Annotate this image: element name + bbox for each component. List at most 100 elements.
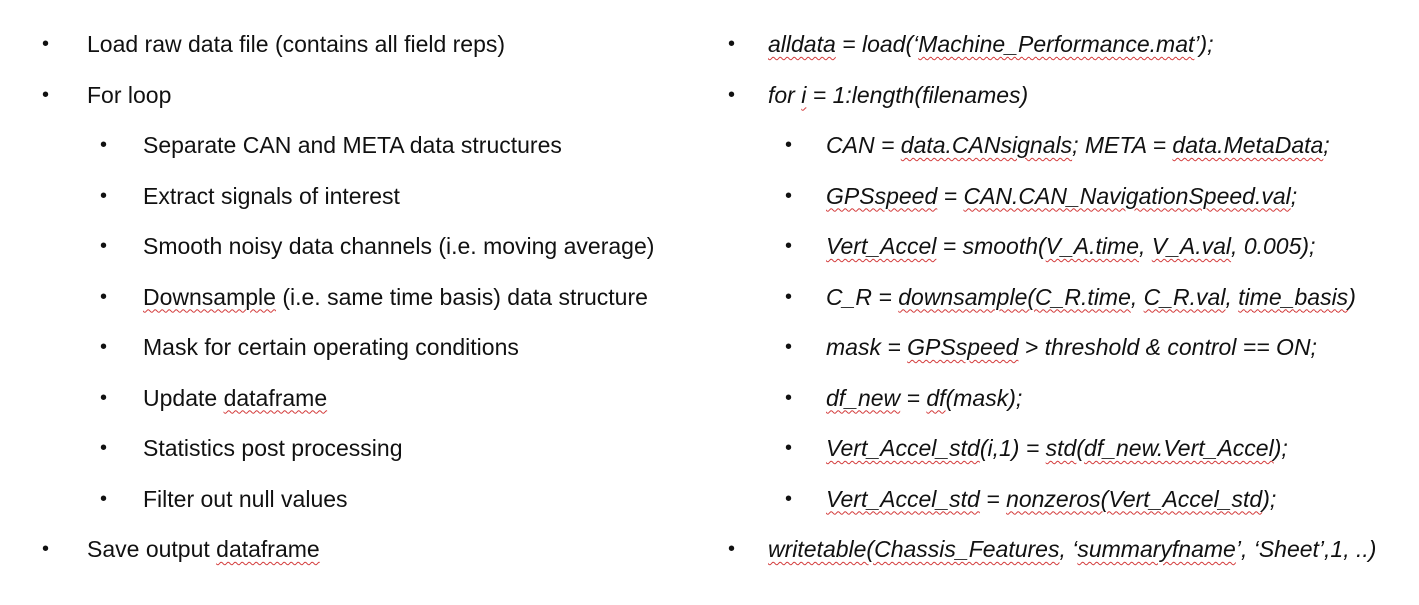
- list-item-text: Save output dataframe: [87, 524, 320, 574]
- text-segment: (i,1) =: [979, 435, 1046, 461]
- list-item-text: Vert_Accel = smooth(V_A.time, V_A.val, 0…: [826, 221, 1315, 271]
- text-segment: =: [900, 384, 927, 411]
- list-item-text: Downsample (i.e. same time basis) data s…: [143, 272, 648, 322]
- list-item-text: Vert_Accel_std = nonzeros(Vert_Accel_std…: [826, 474, 1276, 524]
- text-segment: , ‘: [1059, 536, 1078, 562]
- bullet-icon: •: [785, 487, 793, 510]
- list-item-text: GPSspeed = CAN.CAN_NavigationSpeed.val;: [826, 171, 1297, 221]
- text-segment: = 1:length(filenames): [806, 81, 1029, 108]
- list-item-text: mask = GPSspeed > threshold & control ==…: [826, 322, 1317, 372]
- bullet-icon: •: [100, 184, 108, 207]
- text-segment: ;: [1290, 182, 1298, 209]
- text-segment: = load(‘: [835, 31, 919, 57]
- text-segment: =: [937, 182, 964, 209]
- list-item-text: for i = 1:length(filenames): [768, 70, 1028, 120]
- list-item-text: For loop: [87, 70, 171, 120]
- text-segment: (mask);: [945, 384, 1023, 411]
- text-segment: C_R =: [826, 283, 899, 310]
- spellcheck-flagged-text: data.CANsignals: [900, 132, 1073, 158]
- list-item-text: Separate CAN and META data structures: [143, 120, 562, 170]
- spellcheck-flagged-text: CAN.CAN_NavigationSpeed.val: [963, 182, 1291, 209]
- bullet-icon: •: [785, 386, 793, 409]
- spellcheck-flagged-text: df: [926, 384, 946, 411]
- spellcheck-flagged-text: V_A.val: [1151, 233, 1232, 259]
- list-item-text: alldata = load(‘Machine_Performance.mat’…: [768, 19, 1214, 69]
- spellcheck-flagged-text: writetable(Chassis_Features: [768, 536, 1060, 562]
- spellcheck-flagged-text: Vert_Accel: [826, 233, 937, 259]
- text-segment: ’, ‘Sheet’,1, ..): [1235, 536, 1377, 562]
- spellcheck-flagged-text: alldata: [768, 31, 836, 57]
- text-segment: Mask for certain operating conditions: [143, 334, 519, 360]
- text-segment: Statistics post processing: [143, 435, 403, 461]
- spellcheck-flagged-text: nonzeros(Vert_Accel_std: [1006, 485, 1263, 512]
- bullet-icon: •: [100, 235, 108, 257]
- bullet-icon: •: [100, 134, 108, 156]
- text-segment: Filter out null values: [143, 485, 348, 512]
- list-item-text: Vert_Accel_std(i,1) = std(df_new.Vert_Ac…: [826, 423, 1288, 473]
- list-item-text: C_R = downsample(C_R.time, C_R.val, time…: [826, 272, 1356, 322]
- list-item-text: writetable(Chassis_Features, ‘summaryfna…: [768, 524, 1376, 574]
- text-segment: , 0.005);: [1231, 233, 1316, 259]
- bullet-icon: •: [100, 437, 108, 459]
- list-item-text: Filter out null values: [143, 474, 348, 524]
- spellcheck-flagged-text: i: [801, 81, 807, 108]
- spellcheck-flagged-text: downsample(C_R.time: [898, 283, 1131, 310]
- bullet-icon: •: [785, 285, 793, 308]
- text-segment: Load raw data file (contains all field r…: [87, 31, 506, 57]
- text-segment: Separate CAN and META data structures: [143, 132, 562, 158]
- spellcheck-flagged-text: Vert_Accel_std: [826, 435, 980, 461]
- text-segment: (: [1076, 435, 1085, 461]
- spellcheck-flagged-text: df_new.Vert_Accel: [1084, 435, 1274, 461]
- text-segment: Extract signals of interest: [143, 182, 400, 209]
- spellcheck-flagged-text: Machine_Performance.mat: [918, 31, 1195, 57]
- list-item-text: Update dataframe: [143, 373, 327, 423]
- bullet-icon: •: [100, 285, 108, 308]
- text-segment: Save output: [87, 536, 217, 562]
- text-segment: Smooth noisy data channels (i.e. moving …: [143, 233, 655, 259]
- bullet-icon: •: [42, 83, 50, 106]
- list-item-text: Statistics post processing: [143, 423, 403, 473]
- text-segment: mask =: [826, 334, 908, 360]
- spellcheck-flagged-text: df_new: [826, 384, 901, 411]
- bullet-icon: •: [785, 184, 793, 207]
- spellcheck-flagged-text: C_R.val: [1143, 283, 1226, 310]
- text-segment: ,: [1130, 283, 1144, 310]
- spellcheck-flagged-text: time_basis: [1238, 283, 1349, 310]
- bullet-icon: •: [785, 235, 793, 257]
- text-segment: CAN =: [826, 132, 901, 158]
- spellcheck-flagged-text: V_A.time: [1045, 233, 1139, 259]
- list-item-text: Load raw data file (contains all field r…: [87, 19, 505, 69]
- list-item-text: Smooth noisy data channels (i.e. moving …: [143, 221, 654, 271]
- bullet-icon: •: [100, 487, 108, 510]
- bullet-icon: •: [42, 538, 50, 560]
- text-segment: ’);: [1194, 31, 1214, 57]
- text-segment: ,: [1225, 283, 1239, 310]
- bullet-icon: •: [100, 336, 108, 358]
- bullet-icon: •: [728, 83, 736, 106]
- text-segment: );: [1262, 485, 1277, 512]
- text-segment: For loop: [87, 81, 172, 108]
- list-item-text: df_new = df(mask);: [826, 373, 1022, 423]
- bullet-icon: •: [100, 386, 108, 409]
- text-segment: ,: [1139, 233, 1152, 259]
- list-item-text: CAN = data.CANsignals; META = data.MetaD…: [826, 120, 1330, 170]
- spellcheck-flagged-text: GPSspeed: [826, 182, 938, 209]
- spellcheck-flagged-text: Downsample: [143, 283, 276, 310]
- text-segment: =: [979, 485, 1007, 512]
- bullet-icon: •: [785, 336, 793, 358]
- text-segment: ;: [1323, 132, 1330, 158]
- spellcheck-flagged-text: Vert_Accel_std: [826, 485, 980, 512]
- list-item-text: Extract signals of interest: [143, 171, 400, 221]
- bullet-icon: •: [728, 33, 736, 55]
- spellcheck-flagged-text: std: [1045, 435, 1077, 461]
- text-segment: Update: [143, 384, 224, 411]
- text-segment: (i.e. same time basis) data structure: [275, 283, 648, 310]
- list-item-text: Mask for certain operating conditions: [143, 322, 519, 372]
- text-segment: ): [1348, 283, 1356, 310]
- text-segment: ; META =: [1072, 132, 1173, 158]
- spellcheck-flagged-text: summaryfname: [1077, 536, 1236, 562]
- bullet-icon: •: [42, 33, 50, 55]
- text-segment: for: [768, 81, 802, 108]
- text-segment: = smooth(: [936, 233, 1046, 259]
- text-segment: > threshold & control == ON;: [1018, 334, 1317, 360]
